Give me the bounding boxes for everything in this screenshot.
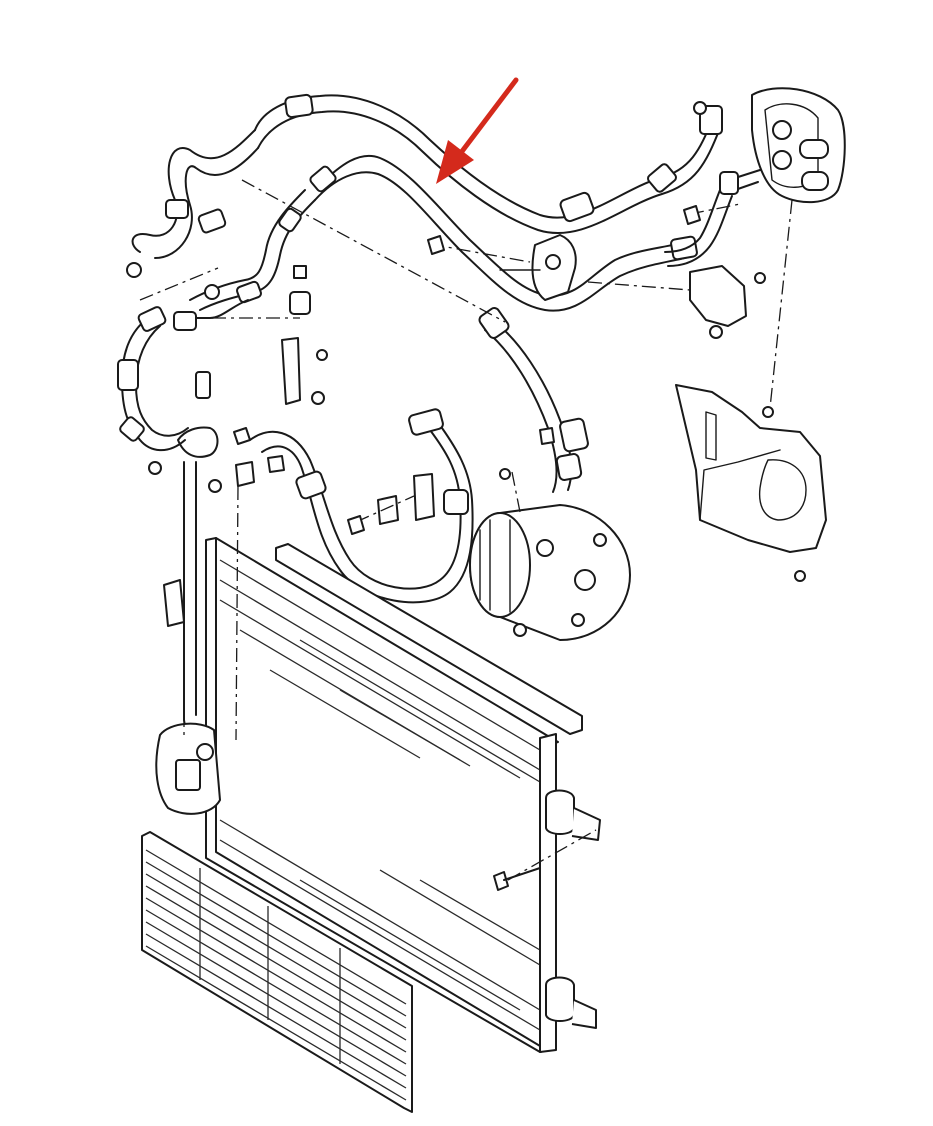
condenser-flange: [155, 722, 221, 815]
suction-hose: [189, 154, 698, 312]
heat-shield: [675, 384, 827, 582]
grille-slats: [145, 849, 407, 1101]
pressure-switch: [148, 371, 255, 493]
condenser-fins: [219, 559, 541, 1031]
evaporator-seal-plate: [664, 87, 846, 267]
highlight-arrow: [436, 77, 519, 184]
nuts: [126, 101, 707, 300]
compressor-suction-hose: [249, 408, 511, 604]
compressor-discharge-hose: [478, 307, 589, 493]
high-pressure-hose: [131, 93, 723, 259]
mounting-bracket: [689, 265, 766, 339]
condenser: [163, 461, 601, 1053]
compressor: [469, 504, 631, 641]
mounting-bracket-center: [281, 291, 328, 405]
bolts: [233, 205, 701, 535]
grille: [141, 831, 413, 1113]
expansion-valve: [499, 234, 577, 301]
liquid-line: [117, 299, 249, 452]
